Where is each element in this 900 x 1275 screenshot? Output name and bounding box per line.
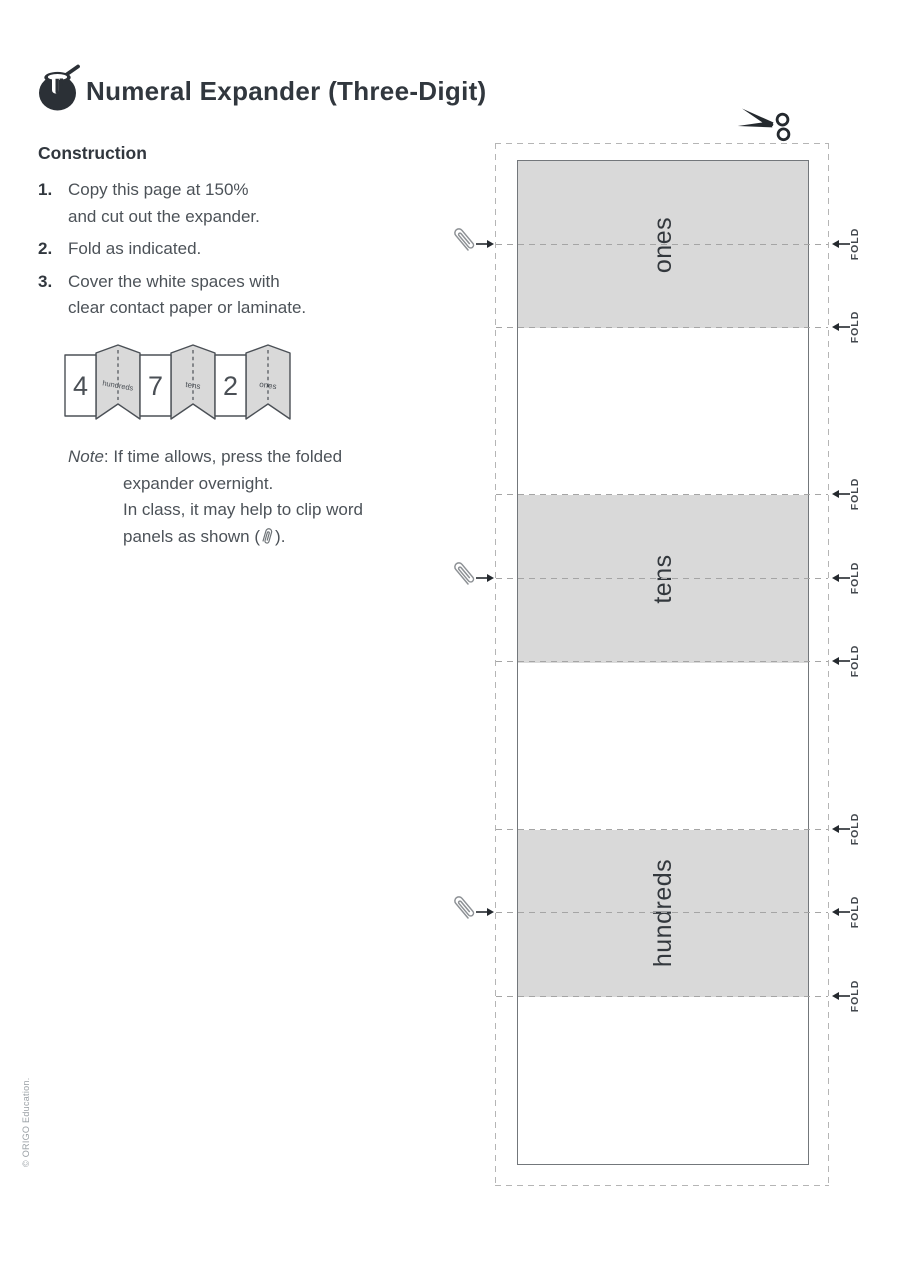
construction-steps: 1. Copy this page at 150% and cut out th…: [38, 177, 468, 328]
copyright-text: © ORIGO Education.: [21, 1077, 31, 1167]
step-line: Fold as indicated.: [68, 239, 202, 258]
scissors-icon: [737, 108, 791, 142]
band-label-ones: ones: [649, 216, 677, 274]
note-line: panels as shown ().: [123, 526, 286, 546]
note-line: In class, it may help to clip word: [123, 500, 363, 519]
fold-line: [496, 829, 828, 830]
cut-line-top: [495, 143, 829, 144]
note-line: Note: If time allows, press the folded: [68, 447, 343, 466]
mini-digit: 4: [73, 371, 88, 401]
fold-label: FOLD: [849, 477, 861, 511]
mini-digit: 7: [148, 371, 163, 401]
arrow-left-icon: [832, 323, 850, 331]
fold-label: FOLD: [849, 644, 861, 678]
fold-label: FOLD: [849, 310, 861, 344]
fold-label: FOLD: [849, 561, 861, 595]
arrow-right-icon: [476, 574, 494, 582]
page-title: Numeral Expander (Three-Digit): [86, 76, 487, 106]
step-line: clear contact paper or laminate.: [68, 298, 307, 317]
mini-digit: 2: [223, 371, 238, 401]
paperclip-icon: [454, 228, 475, 251]
arrow-left-icon: [832, 490, 850, 498]
step-item: 2. Fold as indicated.: [38, 236, 468, 263]
pot-icon: [39, 64, 80, 111]
fold-label: FOLD: [849, 227, 861, 261]
fold-line: [496, 494, 828, 495]
note-block: Note: If time allows, press the folded e…: [68, 444, 438, 550]
step-line: Copy this page at 150%: [68, 180, 249, 199]
step-number: 3.: [38, 271, 53, 291]
arrow-right-icon: [476, 908, 494, 916]
band-tens: [518, 495, 808, 663]
mini-label: ones: [259, 380, 277, 391]
step-number: 1.: [38, 180, 53, 199]
expander-template: ones tens hundreds: [517, 160, 809, 1165]
paperclip-icon: [454, 896, 475, 919]
cutout-region: ones tens hundreds FOLD FOLD FOLD FOLD F…: [454, 108, 861, 1186]
band-label-tens: tens: [649, 554, 677, 604]
mini-label: tens: [185, 380, 201, 391]
step-line: Cover the white spaces with: [68, 271, 280, 291]
fold-line: [496, 912, 828, 913]
note-line: expander overnight.: [123, 473, 274, 493]
fold-line: [496, 327, 828, 328]
fold-label: FOLD: [849, 979, 861, 1013]
cut-line-left: [495, 143, 496, 1186]
mini-expander-diagram: 4 7 2 hundreds tens ones: [64, 344, 291, 420]
fold-line: [496, 578, 828, 579]
paperclip-icon: [262, 527, 273, 544]
step-number: 2.: [38, 239, 53, 258]
arrow-right-icon: [476, 240, 494, 248]
arrow-left-icon: [832, 992, 850, 1000]
arrow-left-icon: [832, 240, 850, 248]
arrow-left-icon: [832, 825, 850, 833]
arrow-left-icon: [832, 657, 850, 665]
fold-label: FOLD: [849, 812, 861, 846]
step-line: and cut out the expander.: [68, 206, 260, 226]
note-label: Note: [68, 447, 104, 466]
construction-heading: Construction: [38, 143, 147, 163]
step-item: 3. Cover the white spaces with clear con…: [38, 269, 468, 322]
fold-line: [496, 996, 828, 997]
fold-line: [496, 244, 828, 245]
paperclip-icon: [454, 562, 475, 585]
step-item: 1. Copy this page at 150% and cut out th…: [38, 177, 468, 230]
band-hundreds: [518, 830, 808, 997]
cut-line-right: [828, 143, 829, 1186]
cut-line-bottom: [495, 1185, 829, 1186]
fold-label: FOLD: [849, 895, 861, 929]
arrow-left-icon: [832, 574, 850, 582]
arrow-left-icon: [832, 908, 850, 916]
band-label-hundreds: hundreds: [649, 858, 677, 968]
fold-line: [496, 661, 828, 662]
